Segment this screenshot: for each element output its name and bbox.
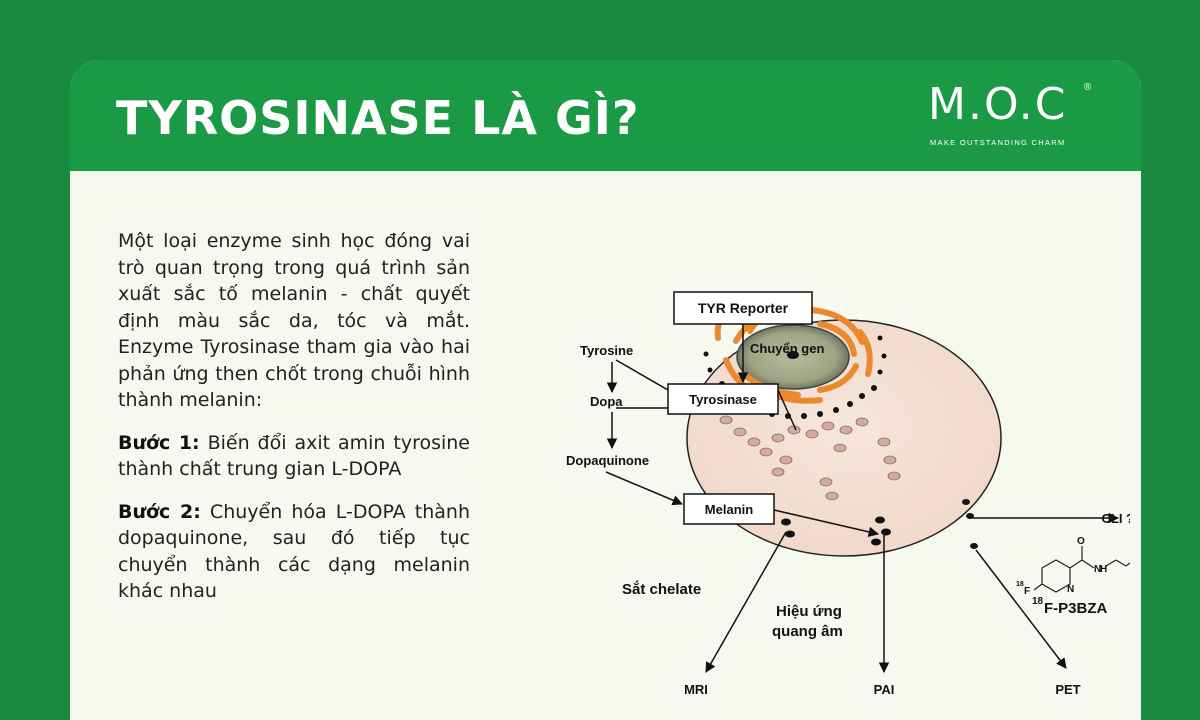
p3bza-structure [1033,546,1130,593]
hieu-ung-label-line2: quang âm [772,623,843,640]
description-text: Một loại enzyme sinh học đóng vai trò qu… [118,228,470,621]
content-card: TYROSINASE LÀ GÌ? M.O.C ® MAKE OUTSTANDI… [70,60,1141,720]
step-2-label: Bước 2: [118,500,201,523]
struct-f-sup: 18 [1016,581,1024,588]
struct-nh-n: N [1094,564,1101,575]
step-1-text: Biến đổi axit amin tyrosine thành chất t… [118,431,470,481]
pathway-arrows [605,324,1120,674]
tyrosinase-box [667,383,779,415]
logo-registered-mark: ® [1084,82,1092,93]
dopaquinone-label: Dopaquinone [566,453,649,468]
page-title: TYROSINASE LÀ GÌ? [116,91,640,145]
melanosome-vesicles [719,415,901,501]
struct-o: O [1077,536,1085,547]
hieu-ung-label-line1: Hiệu ứng [776,603,842,620]
pet-label: PET [1055,682,1080,697]
header-bar: TYROSINASE LÀ GÌ? M.O.C ® MAKE OUTSTANDI… [70,60,1141,171]
intro-paragraph: Một loại enzyme sinh học đóng vai trò qu… [118,230,470,411]
probe-name: F-P3BZA [1044,600,1108,617]
probe-superscript: 18 [1032,596,1044,607]
tyr-reporter-label: TYR Reporter [698,300,789,316]
melanin-label: Melanin [705,502,753,517]
sat-chelate-label: Sắt chelate [622,580,701,598]
cli-label: CLI ? [1102,511,1131,526]
nucleolus [787,351,799,359]
tyrosinase-label: Tyrosinase [689,392,757,407]
chuyen-gen-label: Chuyển gen [750,341,824,356]
moc-logo: M.O.C ® MAKE OUTSTANDING CHARM [928,80,1098,152]
tyrosinase-imaging-diagram: TYR Reporter Tyrosinase Melanin Tyrosine… [566,291,1131,697]
step-2-text: Chuyển hóa L-DOPA thành dopaquinone, sau… [118,500,470,603]
pai-label: PAI [874,682,895,697]
logo-text: M.O.C [928,79,1068,130]
step-1-paragraph: Bước 1: Biến đổi axit amin tyrosine thàn… [118,430,470,483]
mri-label: MRI [684,682,708,697]
tyrosine-label: Tyrosine [580,343,633,358]
struct-f: F [1024,586,1030,597]
struct-n-ring: N [1067,584,1074,595]
logo-tagline: MAKE OUTSTANDING CHARM [930,138,1066,147]
dopa-label: Dopa [590,394,623,409]
step-1-label: Bước 1: [118,431,200,454]
melanin-box [683,493,775,525]
step-2-paragraph: Bước 2: Chuyển hóa L-DOPA thành dopaquin… [118,499,470,605]
struct-nh-h: H [1100,564,1107,575]
